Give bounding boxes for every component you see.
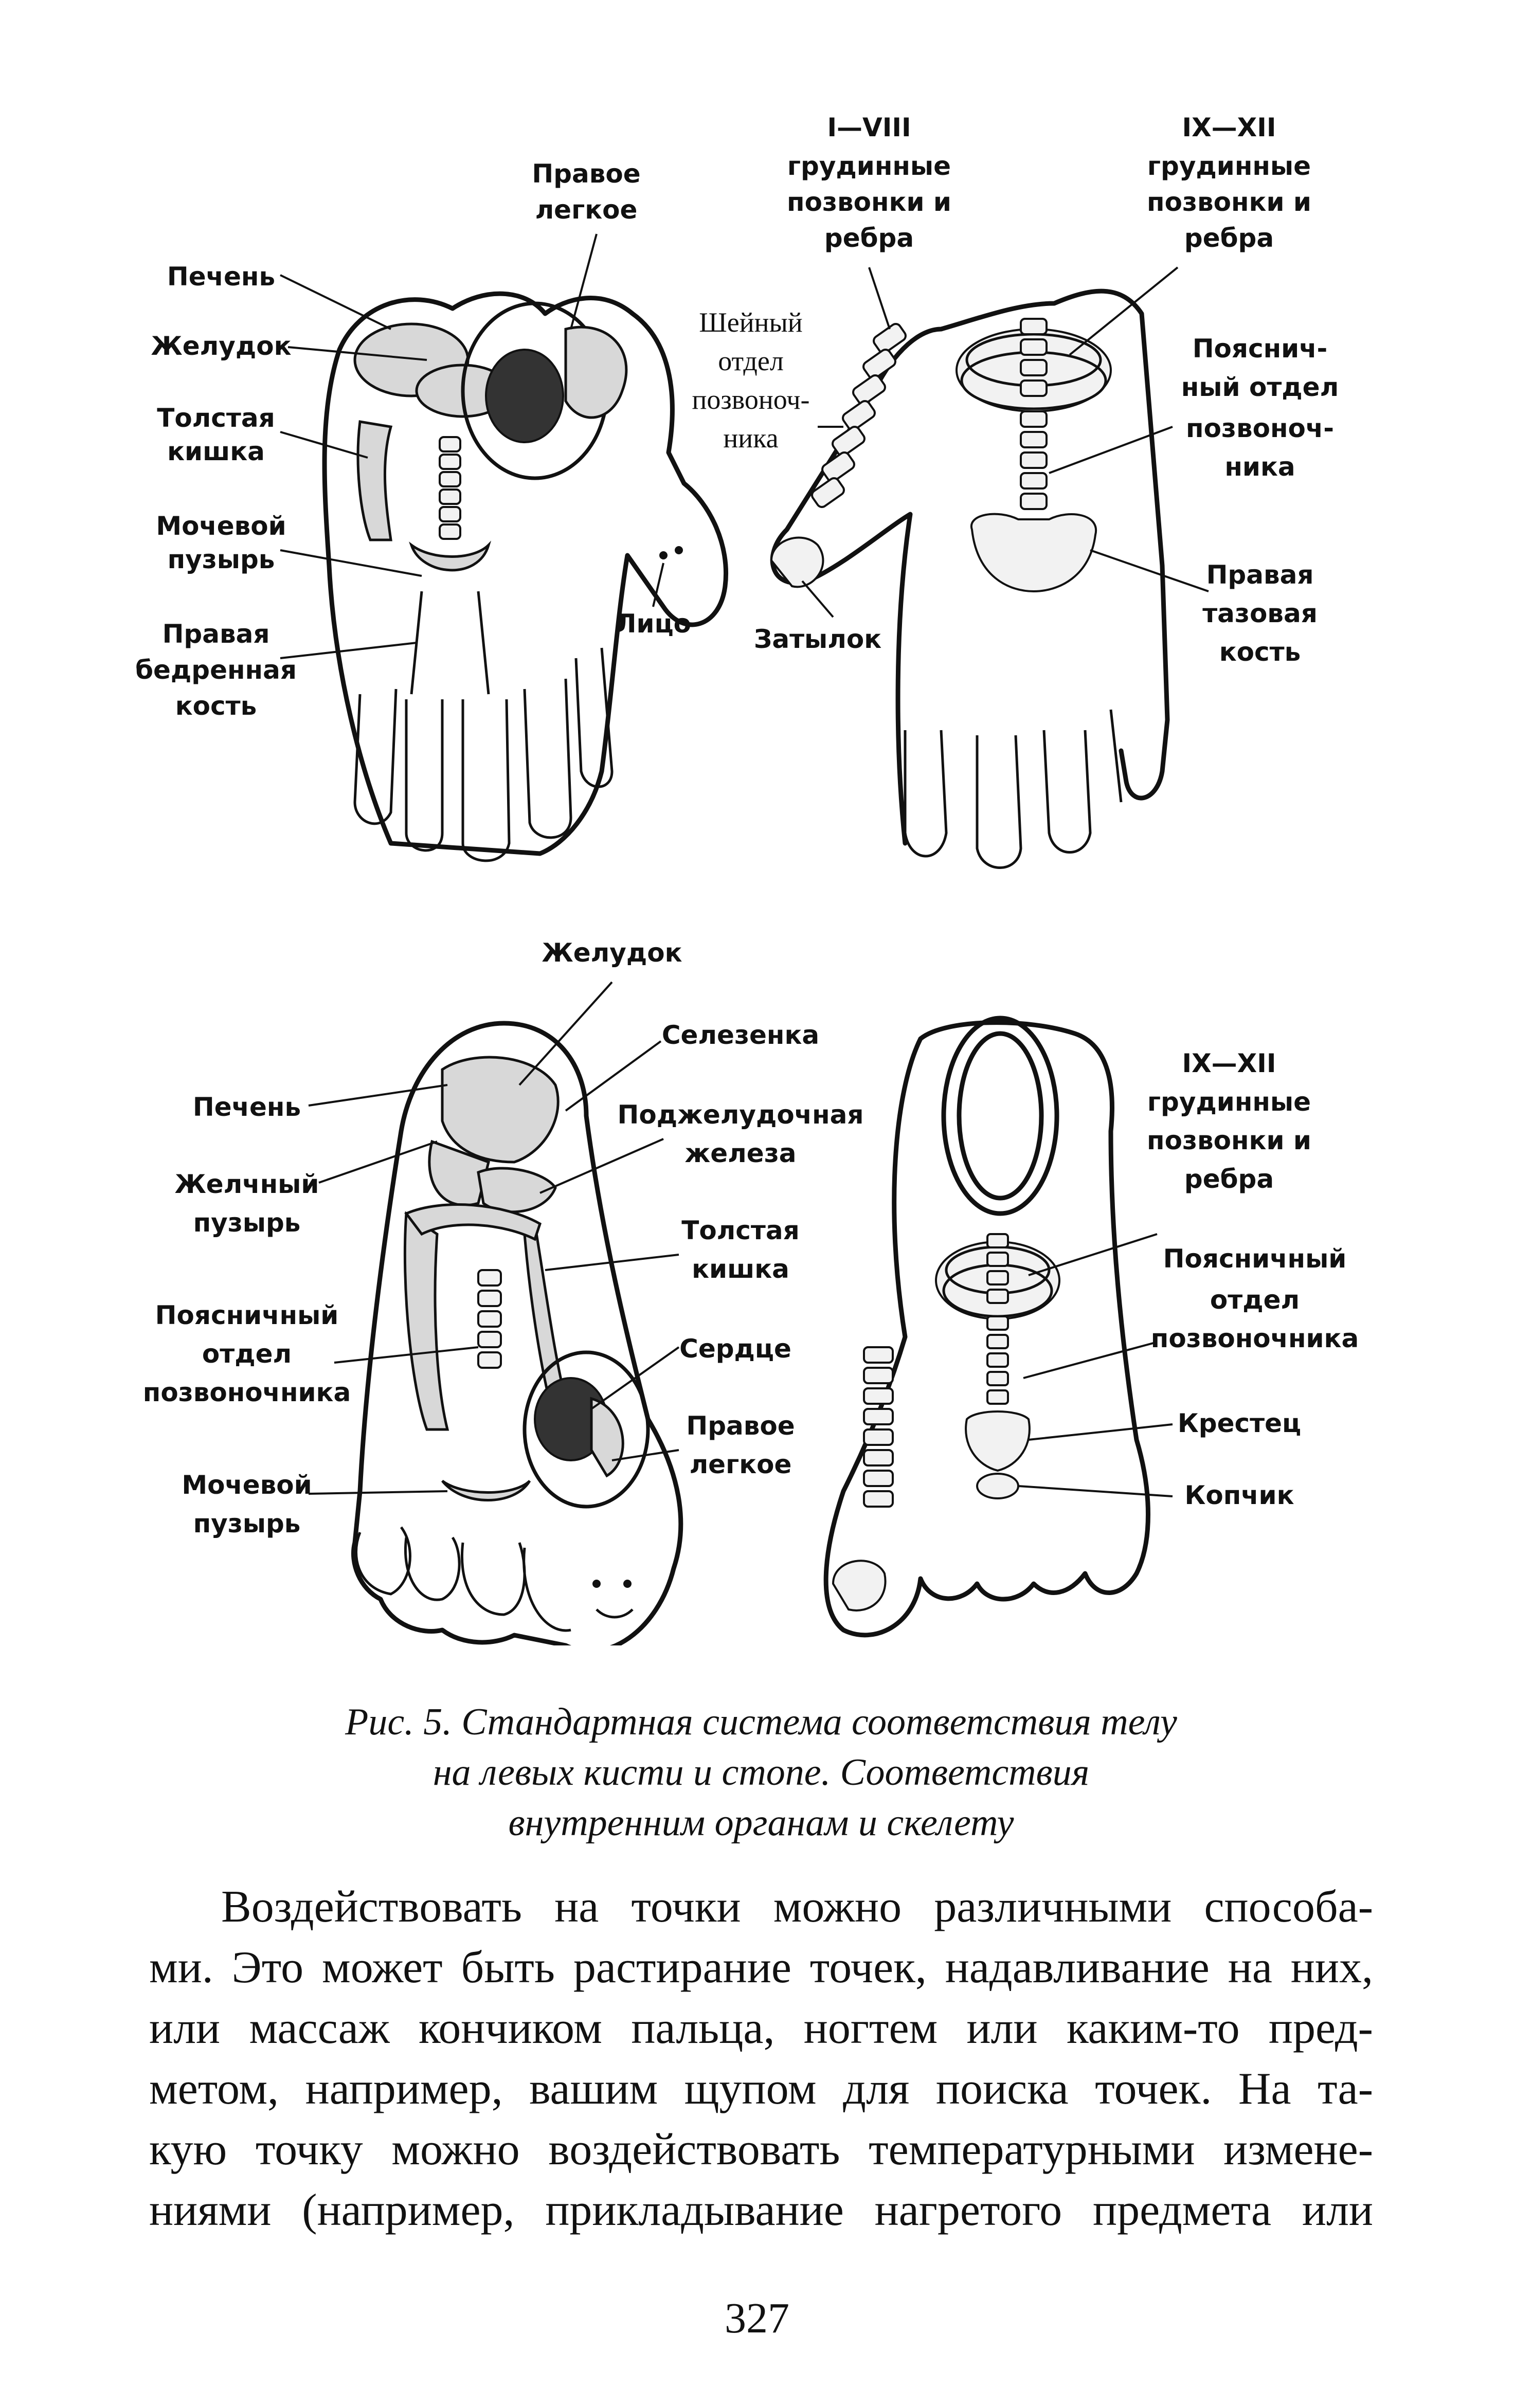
label-tolstaya-2: кишка [167, 437, 265, 466]
label-i-viii-4: ребра [824, 223, 914, 253]
label-sheyny-3: позвоноч- [692, 384, 810, 415]
label-sole-pravoe-1: Правое [686, 1411, 795, 1441]
label-sole-pechen: Печень [193, 1092, 301, 1122]
label-sole-poyasn-2: отдел [202, 1339, 292, 1369]
label-top-ix-xii-1: IX—XII [1182, 1048, 1276, 1078]
label-i-viii-3: позвонки и [787, 187, 951, 217]
caption-line: внутренним органам и скелету [508, 1802, 1014, 1844]
label-bedr-2: бедренная [135, 655, 297, 685]
label-pechen: Печень [167, 262, 275, 292]
label-ix-xii-3: позвонки и [1147, 187, 1311, 217]
label-bedr-1: Правая [163, 619, 270, 649]
caption-line: на левых кисти и стопе. Соответствия [432, 1751, 1090, 1794]
label-poyasn-2: ный отдел [1181, 372, 1339, 402]
label-tolst-2: кишка [692, 1254, 789, 1284]
label-kresets: Крестец [1178, 1408, 1301, 1438]
label-sole-mochevoy-2: пузырь [193, 1509, 301, 1538]
page-number: 327 [725, 2294, 789, 2342]
label-top-poyasn-3: позвоночника [1151, 1324, 1359, 1353]
caption-line: Рис. 5. Стандартная система соответствия… [345, 1701, 1177, 1743]
label-top-poyasn-2: отдел [1210, 1285, 1300, 1315]
figure-hand-foot-diagrams: Печень Желудок Толстая кишка Правое легк… [135, 113, 1359, 1645]
label-ix-xii-4: ребра [1184, 223, 1274, 253]
label-pravoe-1: Правое [532, 159, 640, 189]
label-tolst-1: Толстая [681, 1216, 800, 1245]
label-zatylok: Затылок [754, 624, 881, 654]
label-selezenka: Селезенка [662, 1020, 819, 1050]
foot-top-diagram [823, 1016, 1173, 1638]
label-sole-poyasn-1: Поясничный [155, 1300, 339, 1330]
label-sheyny-2: отдел [718, 346, 784, 376]
hand-back-diagram [770, 266, 1209, 869]
label-sheyny-4: ника [723, 423, 778, 454]
label-serdce: Сердце [679, 1334, 791, 1364]
label-zheludok: Желудок [151, 331, 292, 361]
label-i-viii-1: I—VIII [827, 113, 911, 142]
label-poyasn-4: ника [1224, 452, 1295, 482]
label-podzh-2: железа [685, 1138, 797, 1168]
paragraph-line: или массаж кончиком пальца, ногтем или к… [149, 2003, 1373, 2053]
paragraph-line: Воздействовать на точки можно различными… [221, 1882, 1373, 1932]
label-sole-zheludok: Желудок [542, 938, 682, 968]
hand-palm-diagram [280, 233, 728, 862]
figure-caption: Рис. 5. Стандартная система соответствия… [195, 1697, 1327, 1848]
foot-sole-diagram [308, 981, 683, 1645]
label-pravaya-taz-2: тазовая [1202, 599, 1318, 628]
paragraph-line: ми. Это может быть растирание точек, над… [149, 1943, 1373, 1993]
label-poyasn-3: позвоноч- [1186, 413, 1334, 443]
label-sheyny-1: Шейный [699, 307, 802, 338]
label-mochevoy-1: Мочевой [156, 511, 286, 541]
label-bedr-3: кость [175, 691, 257, 721]
label-ix-xii-1: IX—XII [1182, 113, 1276, 142]
label-sole-pravoe-2: легкое [690, 1450, 792, 1479]
paragraph-line: ниями (например, прикладывание нагретого… [149, 2185, 1373, 2235]
label-pravoe-2: легкое [535, 195, 638, 225]
label-tolstaya-1: Толстая [157, 403, 275, 433]
paragraph-line: метом, например, вашим щупом для поиска … [149, 2064, 1373, 2114]
label-litso: Лицо [615, 609, 691, 639]
label-sole-mochevoy-1: Мочевой [182, 1470, 312, 1500]
label-zhelch-2: пузырь [193, 1208, 301, 1238]
label-kopchik: Копчик [1184, 1480, 1294, 1510]
label-top-ix-xii-4: ребра [1184, 1164, 1274, 1194]
label-podzh-1: Поджелудочная [618, 1100, 864, 1130]
label-top-ix-xii-3: позвонки и [1147, 1126, 1311, 1155]
label-ix-xii-2: грудинные [1147, 151, 1311, 181]
label-top-poyasn-1: Поясничный [1163, 1244, 1347, 1274]
body-paragraph: Воздействовать на точки можно различными… [149, 1877, 1373, 2241]
label-mochevoy-2: пузырь [168, 545, 275, 574]
label-pravaya-taz-1: Правая [1206, 560, 1314, 590]
paragraph-line: кую точку можно воздействовать температу… [149, 2125, 1373, 2175]
label-i-viii-2: грудинные [787, 151, 951, 181]
label-zhelch-1: Желчный [175, 1169, 319, 1199]
label-poyasn-1: Пояснич- [1193, 334, 1328, 364]
label-pravaya-taz-3: кость [1219, 637, 1301, 667]
label-sole-poyasn-3: позвоночника [143, 1378, 351, 1407]
label-top-ix-xii-2: грудинные [1147, 1087, 1311, 1117]
